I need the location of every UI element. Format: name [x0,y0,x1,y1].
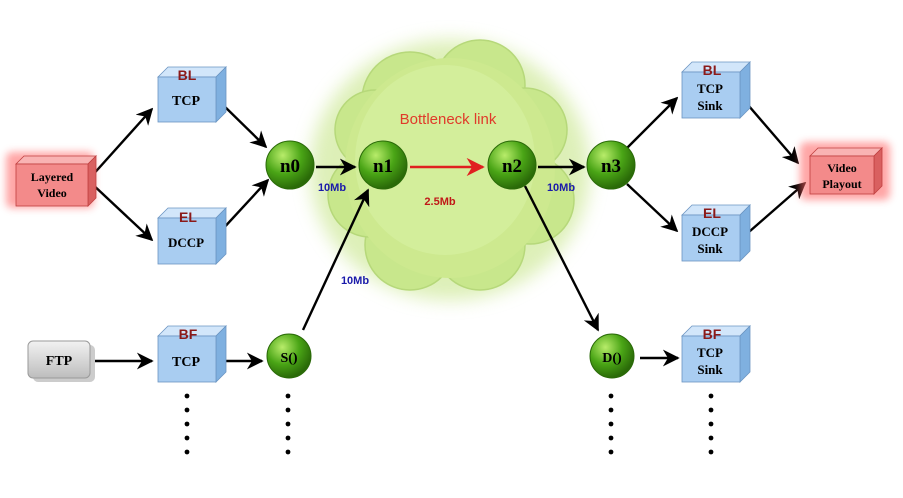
el-sink-line1: DCCP [692,224,728,239]
arrow-video-to-bl [89,107,154,179]
bl-tcp-tag: BL [178,67,197,83]
bl-tcp-sink-box: BL TCP Sink [681,61,751,119]
bf-sink-line1: TCP [697,345,723,360]
arrow-bl-to-n0 [219,101,268,149]
video-playout-line1: Video [827,161,857,175]
el-dccp-line1: DCCP [168,235,204,250]
dots-d [608,393,614,455]
node-s: S() [266,333,312,379]
bf-tcp-box: BF TCP [157,325,227,383]
el-dccp-sink-box: EL DCCP Sink [681,204,751,262]
bandwidth-n0-n1: 10Mb [318,182,346,194]
video-playout-box: Video Playout [800,142,890,200]
arrow-el-to-n0 [219,178,270,233]
bl-sink-line1: TCP [697,81,723,96]
bl-sink-tag: BL [703,62,722,78]
arrow-video-to-el [89,181,154,242]
bf-tcp-tag: BF [179,326,198,342]
arrow-bl-sink-to-playout [741,97,800,165]
ftp-box: FTP [27,340,95,382]
node-n3: n3 [586,140,636,190]
ftp-label: FTP [46,354,73,369]
continuation-dots [184,393,714,455]
bl-sink-line2: Sink [697,98,723,113]
el-dccp-box: EL DCCP [157,207,227,265]
bl-tcp-line1: TCP [172,94,200,109]
layered-video-box: Layered Video [6,152,97,208]
el-dccp-tag: EL [179,209,197,225]
layered-video-line2: Video [37,186,67,200]
bf-tcp-line1: TCP [172,355,200,370]
video-playout-line2: Playout [822,177,861,191]
node-n2: n2 [487,140,537,190]
el-sink-line2: Sink [697,241,723,256]
bf-sink-tag: BF [703,326,722,342]
arrow-s-to-n1 [301,188,370,331]
bottleneck-cloud [310,39,590,300]
bf-sink-line2: Sink [697,362,723,377]
layered-video-line1: Layered [31,170,74,184]
node-n0-label: n0 [280,156,300,177]
bandwidth-n1-n2: 2.5Mb [424,196,455,208]
bottleneck-label: Bottleneck link [400,111,497,128]
dots-bf-tcp [184,393,190,455]
node-s-label: S() [280,351,297,366]
node-n1: n1 [358,140,408,190]
arrow-n3-to-el-sink [626,183,679,233]
arrow-n2-to-d [523,185,600,332]
node-n0: n0 [265,140,315,190]
connections [89,96,807,370]
bandwidth-n2-n3: 10Mb [547,182,575,194]
arrow-n3-to-bl-sink [626,96,679,149]
dots-s [285,393,291,455]
node-n1-label: n1 [373,156,393,177]
node-d: D() [589,333,635,379]
bl-tcp-box: BL TCP [157,66,227,123]
arrow-el-sink-to-playout [741,181,807,239]
node-d-label: D() [602,351,622,366]
node-n3-label: n3 [601,156,621,177]
node-n2-label: n2 [502,156,522,177]
bandwidth-s-n1: 10Mb [341,275,369,287]
bf-tcp-sink-box: BF TCP Sink [681,325,751,383]
el-sink-tag: EL [703,205,721,221]
dots-bf-sink [708,393,714,455]
